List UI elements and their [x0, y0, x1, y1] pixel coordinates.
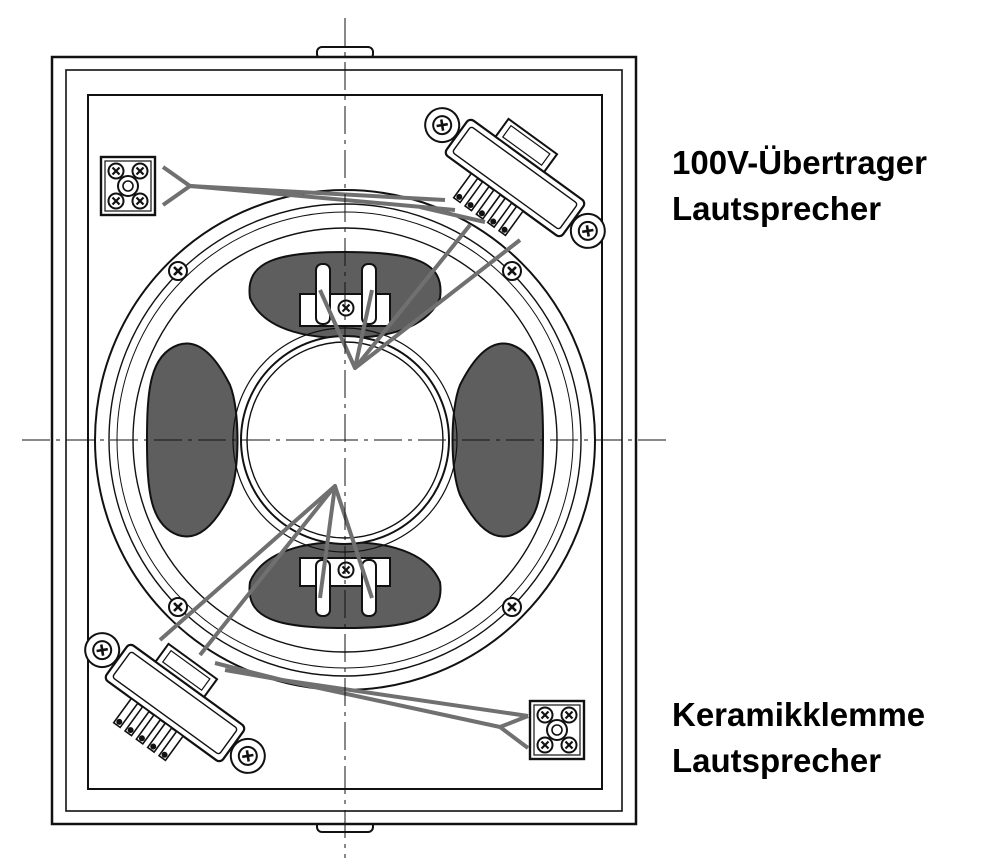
transformer-label-line2: Lautsprecher	[672, 190, 882, 227]
ceramic-terminal-top	[101, 157, 155, 215]
ceramic-label-line1: Keramikklemme	[672, 696, 926, 733]
transformer-speaker-label: 100V-Übertrager Lautsprecher	[672, 140, 927, 232]
center-lines	[22, 18, 668, 858]
basket-window-left	[145, 342, 239, 538]
ceramic-speaker-label: Keramikklemme Lautsprecher	[672, 692, 925, 784]
ceramic-label-line2: Lautsprecher	[672, 742, 882, 779]
transformer-label-line1: 100V-Übertrager	[672, 144, 927, 181]
ceramic-terminal-bottom	[530, 701, 584, 759]
wiring	[158, 165, 530, 750]
